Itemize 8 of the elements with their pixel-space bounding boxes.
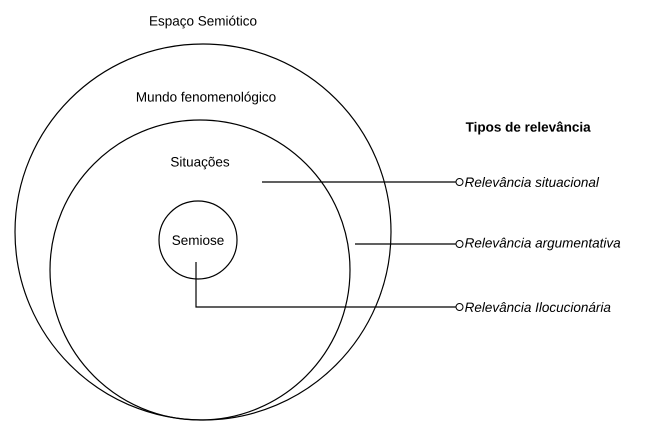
space-label: Espaço Semiótico bbox=[150, 16, 256, 28]
relevance-label: Relevância situacional bbox=[465, 177, 600, 187]
leader-line bbox=[355, 240, 464, 248]
relevance-label: Relevância argumentativa bbox=[465, 238, 620, 250]
leader-line bbox=[195, 262, 464, 311]
relevance-label: Relevância Ilocucionária bbox=[465, 302, 610, 312]
legend-heading: Tipos de relevância bbox=[466, 122, 591, 134]
leader-line bbox=[262, 178, 464, 186]
